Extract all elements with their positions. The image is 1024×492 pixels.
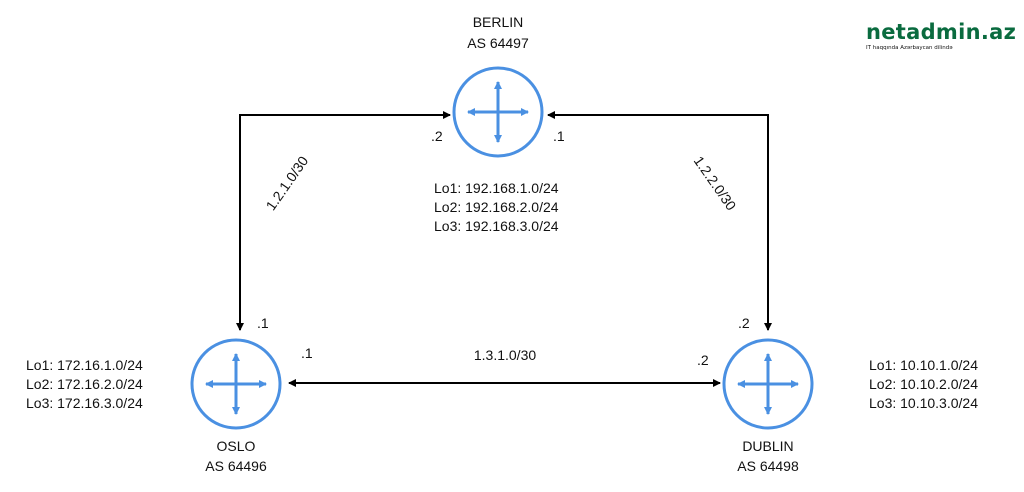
link-subnet-label: 1.3.1.0/30 xyxy=(474,347,536,363)
router-as: AS 64496 xyxy=(205,458,267,474)
brand-name: netadmin.az xyxy=(866,20,1017,44)
loopback-label: Lo2: 10.10.2.0/24 xyxy=(869,376,978,392)
brand-logo[interactable]: netadmin.az IT haqqında Azərbaycan dilin… xyxy=(866,20,1016,52)
loopback-label: Lo2: 172.16.2.0/24 xyxy=(26,376,143,392)
router-icon xyxy=(452,66,544,158)
link-subnet-label: 1.2.1.0/30 xyxy=(262,153,311,213)
loopback-label: Lo3: 10.10.3.0/24 xyxy=(869,395,978,411)
loopback-label: Lo1: 192.168.1.0/24 xyxy=(434,180,559,196)
router-icon xyxy=(190,338,282,430)
router-name: OSLO xyxy=(217,438,256,454)
interface-address: .2 xyxy=(431,128,443,144)
link-berlin-dublin xyxy=(547,111,772,331)
loopback-label: Lo1: 10.10.1.0/24 xyxy=(869,357,978,373)
interface-address: .1 xyxy=(257,315,269,331)
router-as: AS 64498 xyxy=(737,458,799,474)
brand-tagline: IT haqqında Azərbaycan dilində xyxy=(866,45,953,51)
loopback-label: Lo3: 192.168.3.0/24 xyxy=(434,218,559,234)
link-berlin-oslo xyxy=(236,111,451,331)
interface-address: .1 xyxy=(553,128,565,144)
interface-address: .2 xyxy=(738,315,750,331)
loopback-label: Lo2: 192.168.2.0/24 xyxy=(434,199,559,215)
loopback-label: Lo1: 172.16.1.0/24 xyxy=(26,357,143,373)
router-name: DUBLIN xyxy=(742,438,793,454)
router-as: AS 64497 xyxy=(467,35,529,51)
link-subnet-label: 1.2.2.0/30 xyxy=(691,153,740,213)
interface-address: .2 xyxy=(697,352,709,368)
router-name: BERLIN xyxy=(473,14,524,30)
router-icon xyxy=(722,338,814,430)
interface-address: .1 xyxy=(301,345,313,361)
loopback-label: Lo3: 172.16.3.0/24 xyxy=(26,395,143,411)
